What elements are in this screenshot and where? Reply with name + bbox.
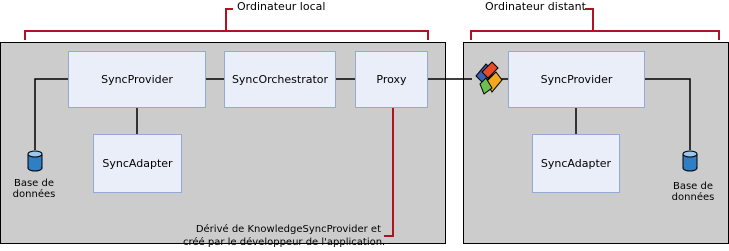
annotation-leader (384, 108, 394, 237)
proxy-provider: Proxy (355, 51, 428, 108)
remote-computer-label: Ordinateur distant (485, 0, 586, 13)
remote-database-label-line1: Base de (672, 181, 714, 192)
local-bracket-stem (225, 8, 233, 31)
remote-database-label-line2: données (671, 192, 715, 203)
local-database-label-line2: données (12, 189, 56, 200)
connections (34, 78, 691, 150)
remote-db-wire (645, 78, 691, 150)
remote-database-icon (682, 150, 698, 172)
remote-sync-adapter: SyncAdapter (532, 134, 620, 193)
network-link-icon (475, 61, 503, 95)
local-computer-label: Ordinateur local (237, 0, 326, 13)
remote-sync-provider: SyncProvider (508, 51, 645, 108)
brackets (24, 8, 720, 237)
sync-orchestrator: SyncOrchestrator (224, 51, 336, 108)
remote-database-label: Base de données (665, 181, 721, 203)
proxy-annotation-line1: Dérivé de KnowledgeSyncProvider et (195, 224, 381, 235)
remote-bracket-stem (585, 8, 594, 31)
local-database-label: Base de données (6, 178, 62, 200)
proxy-annotation-line2: créé par le développeur de l'application… (183, 237, 386, 248)
local-sync-adapter: SyncAdapter (93, 134, 182, 193)
local-database-icon (27, 150, 43, 172)
local-bracket (24, 30, 429, 40)
local-database-label-line1: Base de (13, 178, 55, 189)
proxy-annotation: Dérivé de KnowledgeSyncProvider et créé … (183, 223, 386, 249)
local-sync-provider: SyncProvider (68, 51, 206, 108)
local-db-wire (34, 78, 68, 150)
remote-bracket (470, 30, 720, 40)
